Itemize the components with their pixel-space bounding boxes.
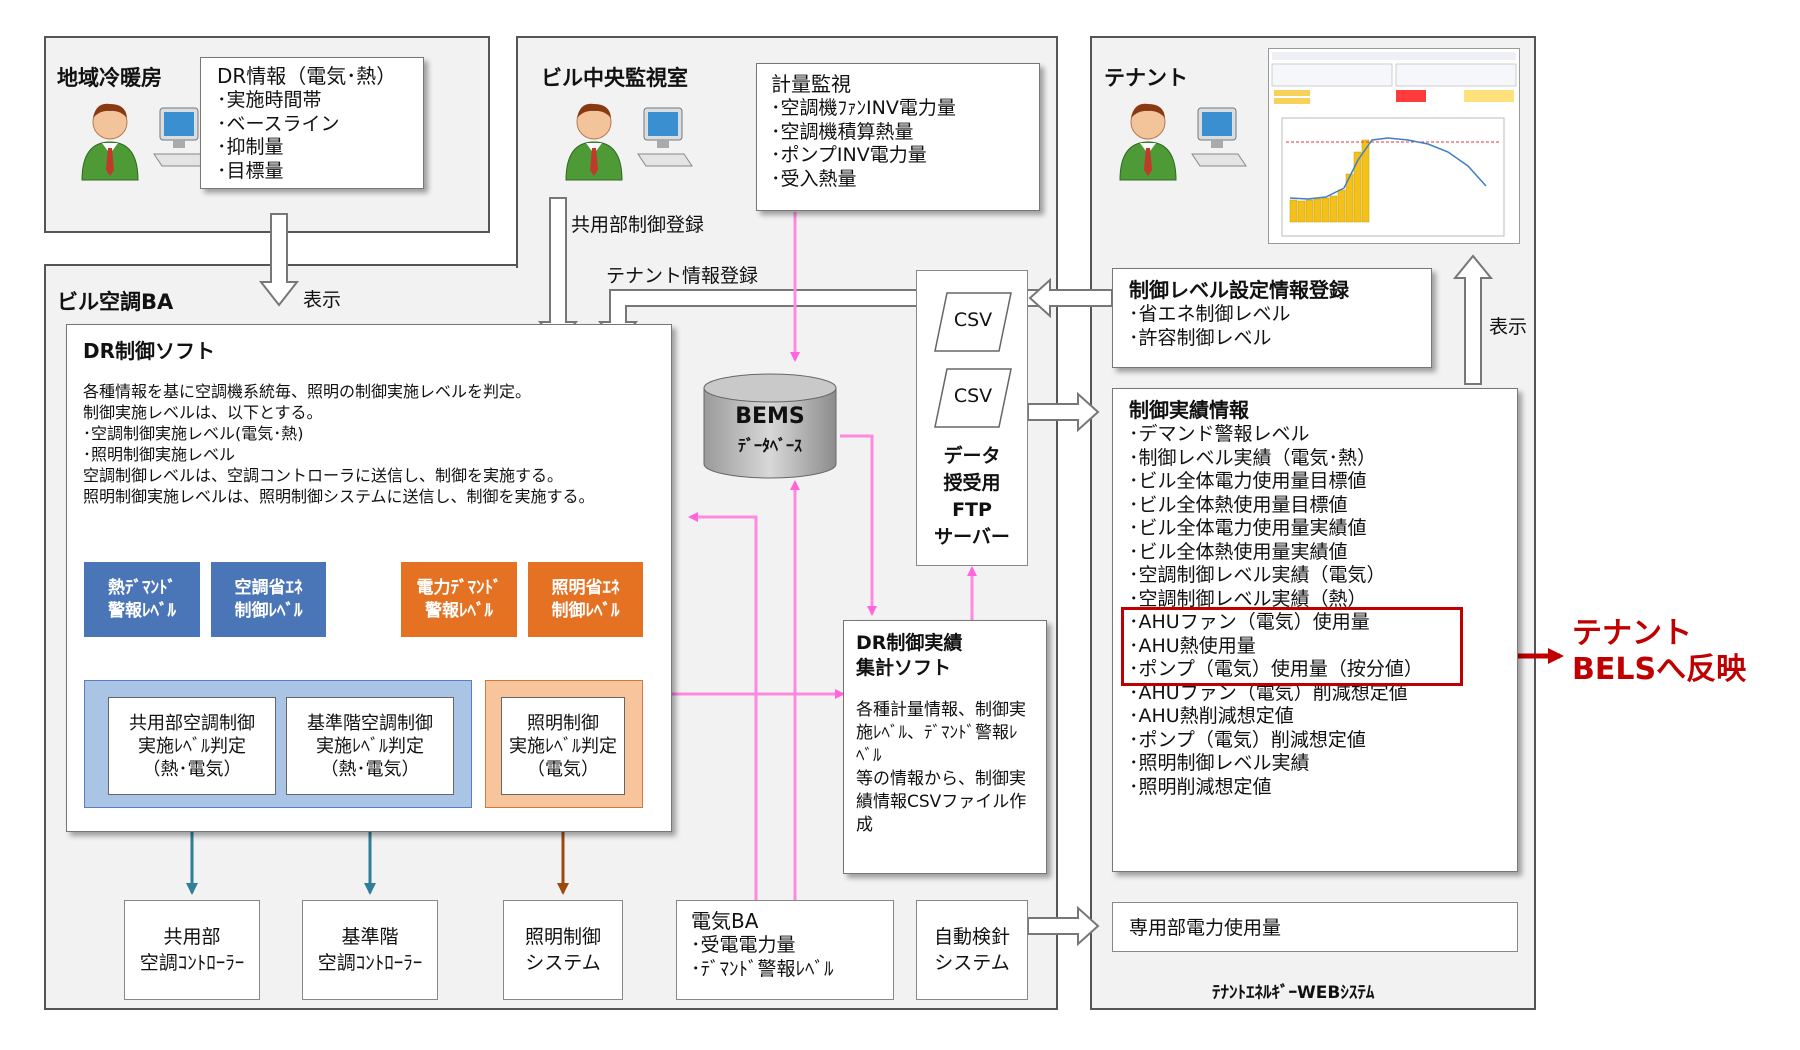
- dr-result-software-box: DR制御実績 集計ソフト 各種計量情報、制御実施ﾚﾍﾞﾙ、ﾃﾞﾏﾝﾄﾞ警報ﾚﾍﾞ…: [843, 620, 1047, 874]
- control-result-item: ･AHU熱削減想定値: [1129, 705, 1294, 727]
- display-label-right: 表示: [1489, 316, 1528, 338]
- csv-file-icon: [934, 368, 1012, 428]
- control-result-item: ･制御レベル実績（電気･熱）: [1129, 446, 1377, 469]
- control-result-item: ･ポンプ（電気）使用量（按分値）: [1129, 658, 1423, 680]
- dr-result-title: DR制御実績 集計ソフト: [856, 632, 963, 679]
- dr-info-list: ･実施時間帯 ･ベースライン ･抑制量 ･目標量: [217, 89, 423, 183]
- csv-file-icon: [934, 292, 1012, 352]
- arrow-display-up: [1452, 254, 1494, 385]
- computer-icon: [637, 107, 693, 167]
- arrow-dr-info-down: [258, 213, 300, 307]
- control-result-item: ･ビル全体熱使用量実績値: [1129, 540, 1348, 563]
- metering-item: ･空調機ﾌｧﾝINV電力量: [771, 97, 956, 119]
- standard-floor-aircon-controller: 基準階 空調ｺﾝﾄﾛｰﾗｰ: [302, 900, 438, 1000]
- dr-info-item: ･実施時間帯: [217, 89, 322, 111]
- shared-aircon-judge: 共用部空調制御 実施ﾚﾍﾞﾙ判定 （熱･電気）: [108, 697, 276, 795]
- ftp-server-box: CSV CSV データ 授受用 FTP サーバー: [916, 270, 1028, 566]
- arrow-ftp-to-results: [1027, 391, 1100, 433]
- district-heating-title: 地域冷暖房: [57, 66, 162, 90]
- control-result-item: ･ビル全体熱使用量目標値: [1129, 493, 1348, 516]
- ftp-server-label: データ 授受用 FTP サーバー: [934, 445, 1010, 548]
- control-level-setting-box: 制御レベル設定情報登録 ･省エネ制御レベル ･許容制御レベル: [1112, 268, 1432, 368]
- arrow-meter-to-private: [1027, 905, 1100, 947]
- csv-label-1: CSV: [953, 309, 993, 331]
- control-result-item: ･空調制御レベル実績（熱）: [1129, 587, 1367, 610]
- metering-item: ･ポンプINV電力量: [771, 144, 927, 166]
- power-demand-alarm-level: 電力ﾃﾞﾏﾝﾄﾞ 警報ﾚﾍﾞﾙ: [401, 562, 517, 637]
- database-icon: [703, 373, 837, 479]
- electric-ba-item: ･受電電力量: [691, 934, 796, 956]
- electric-ba-item: ･ﾃﾞﾏﾝﾄﾞ警報ﾚﾍﾞﾙ: [691, 957, 834, 980]
- dr-info-item: ･抑制量: [217, 136, 284, 158]
- chart-screenshot: [1268, 48, 1520, 244]
- metering-item: ･空調機積算熱量: [771, 120, 914, 143]
- control-setting-item: ･許容制御レベル: [1129, 326, 1272, 349]
- bems-subtitle: ﾃﾞｰﾀﾍﾞｰｽ: [737, 436, 802, 455]
- shared-aircon-controller: 共用部 空調ｺﾝﾄﾛｰﾗｰ: [124, 900, 260, 1000]
- computer-icon: [153, 107, 209, 167]
- control-result-item: ･AHUファン（電気）使用量: [1129, 611, 1370, 633]
- metering-title: 計量監視: [771, 72, 851, 96]
- control-results-list: ･デマンド警報レベル ･制御レベル実績（電気･熱） ･ビル全体電力使用量目標値 …: [1121, 423, 1517, 799]
- dr-info-title: DR情報（電気･熱）: [217, 64, 397, 88]
- tenant-register-label: テナント情報登録: [606, 265, 759, 287]
- control-result-item: ･ビル全体電力使用量実績値: [1129, 517, 1367, 539]
- control-result-item: ･照明制御レベル実績: [1129, 752, 1310, 774]
- control-result-item: ･AHUファン（電気）削減想定値: [1129, 681, 1408, 704]
- control-result-item: ･空調制御レベル実績（電気）: [1129, 564, 1386, 586]
- display-label-left: 表示: [303, 289, 342, 311]
- lighting-judge: 照明制御 実施ﾚﾍﾞﾙ判定 （電気）: [501, 697, 625, 795]
- dr-info-item: ･ベースライン: [217, 112, 340, 135]
- aircon-energy-saving-level: 空調省ｴﾈ 制御ﾚﾍﾞﾙ: [211, 562, 326, 637]
- highlight-group: ･AHUファン（電気）使用量 ･AHU熱使用量 ･ポンプ（電気）使用量（按分値）: [1121, 607, 1463, 686]
- dr-result-body: 各種計量情報、制御実施ﾚﾍﾞﾙ、ﾃﾞﾏﾝﾄﾞ警報ﾚﾍﾞﾙ 等の情報から、制御実績…: [856, 700, 1027, 835]
- dr-info-box: DR情報（電気･熱） ･実施時間帯 ･ベースライン ･抑制量 ･目標量: [200, 57, 424, 189]
- dr-info-item: ･目標量: [217, 159, 284, 182]
- computer-icon: [1191, 107, 1247, 167]
- control-results-box: 制御実績情報 ･デマンド警報レベル ･制御レベル実績（電気･熱） ･ビル全体電力…: [1112, 388, 1518, 872]
- auto-meter-reading-system: 自動検針 システム: [916, 900, 1028, 1000]
- flow-elecba-to-drsoft: [688, 512, 758, 900]
- metering-box: 計量監視 ･空調機ﾌｧﾝINV電力量 ･空調機積算熱量 ･ポンプINV電力量 ･…: [756, 63, 1040, 211]
- central-monitoring-title: ビル中央監視室: [541, 66, 688, 90]
- arrow-setting-to-ftp: [1028, 277, 1113, 319]
- tenant-bels-label: テナント BELSへ反映: [1572, 616, 1747, 687]
- csv-label-2: CSV: [953, 385, 993, 407]
- control-results-title: 制御実績情報: [1129, 398, 1249, 422]
- dr-soft-description: 各種情報を基に空調機系統毎、照明の制御実施レベルを判定。 制御実施レベルは、以下…: [83, 382, 595, 506]
- shared-register-label: 共用部制御登録: [571, 214, 705, 236]
- electric-ba-title: 電気BA: [691, 909, 759, 933]
- user-icon: [81, 103, 209, 181]
- control-setting-title: 制御レベル設定情報登録: [1129, 278, 1349, 302]
- control-result-item: ･デマンド警報レベル: [1129, 423, 1310, 445]
- lighting-energy-saving-level: 照明省ｴﾈ 制御ﾚﾍﾞﾙ: [528, 562, 643, 637]
- control-result-item: ･照明削減想定値: [1129, 775, 1272, 798]
- user-icon: [1119, 103, 1247, 181]
- control-result-item: ･ビル全体電力使用量目標値: [1129, 470, 1367, 492]
- bems-title: BEMS: [735, 404, 805, 429]
- private-area-power-usage: 専用部電力使用量: [1112, 902, 1518, 952]
- metering-item: ･受入熱量: [771, 167, 857, 190]
- control-result-item: ･AHU熱使用量: [1129, 634, 1256, 657]
- flow-bems-to-result: [840, 434, 877, 616]
- heat-demand-alarm-level: 熱ﾃﾞﾏﾝﾄﾞ 警報ﾚﾍﾞﾙ: [84, 562, 200, 637]
- user-icon: [565, 103, 693, 181]
- control-result-item: ･ポンプ（電気）削減想定値: [1129, 728, 1366, 751]
- tenant-title: テナント: [1104, 66, 1188, 90]
- electric-ba-box: 電気BA ･受電電力量 ･ﾃﾞﾏﾝﾄﾞ警報ﾚﾍﾞﾙ: [676, 900, 894, 1000]
- dr-soft-title: DR制御ソフト: [83, 339, 216, 363]
- standard-floor-aircon-judge: 基準階空調制御 実施ﾚﾍﾞﾙ判定 （熱･電気）: [286, 697, 454, 795]
- building-ba-title: ビル空調BA: [57, 290, 174, 314]
- control-setting-item: ･省エネ制御レベル: [1129, 303, 1291, 325]
- lighting-control-system: 照明制御 システム: [503, 900, 623, 1000]
- tenant-energy-web-system-label: ﾃﾅﾝﾄｴﾈﾙｷﾞｰWEBｼｽﾃﾑ: [1212, 983, 1375, 1003]
